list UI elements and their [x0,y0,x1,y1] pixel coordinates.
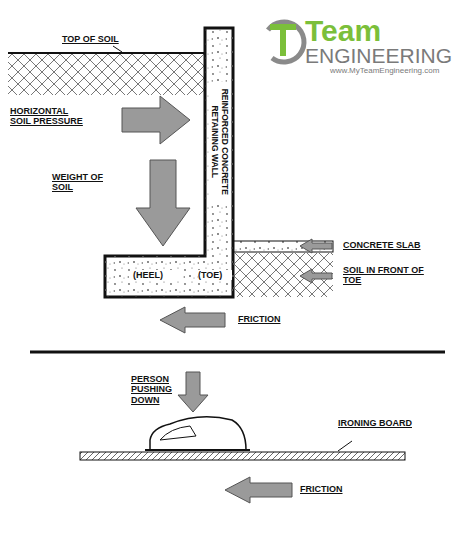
logo-url: www.MyTeamEngineering.com [330,66,460,75]
soil-in-front-of-toe [233,253,333,297]
part-label: CONCRETE SLAB [343,240,463,250]
logo-word: ENGINEERING [305,44,455,68]
push-arrow [178,372,208,412]
friction-arrow [225,477,292,503]
retaining-wall [105,28,233,297]
concrete-texture [105,28,233,297]
part-label: (HEEL) [133,270,183,280]
force-label: WEIGHT OF SOIL [52,172,112,193]
pressure-arrow [122,96,190,144]
retained-soil [8,53,205,95]
iron-symbol [145,417,250,450]
top-of-soil-line [8,52,205,54]
weight-arrow [136,160,190,246]
force-label: PERSON PUSHING DOWN [131,374,187,405]
force-label: FRICTION [238,314,318,324]
friction-arrow [160,307,225,333]
logo-word: Team [305,14,395,49]
part-label: REINFORCED CONCRETE RETAINING WALL [209,82,229,202]
logo-icon [268,22,304,62]
soil-arrow [300,269,332,283]
part-label: (TOE) [198,270,232,280]
part-label: TOP OF SOIL [62,34,142,44]
part-label: SOIL IN FRONT OF TOE [343,265,431,286]
part-label: IRONING BOARD [338,418,418,428]
separator-line [30,351,445,354]
leader-line [338,441,352,451]
slab-arrow [300,239,332,253]
leader-line [113,46,122,52]
ironing-board [80,452,405,460]
force-label: FRICTION [300,484,380,494]
force-label: HORIZONTAL SOIL PRESSURE [10,106,88,127]
